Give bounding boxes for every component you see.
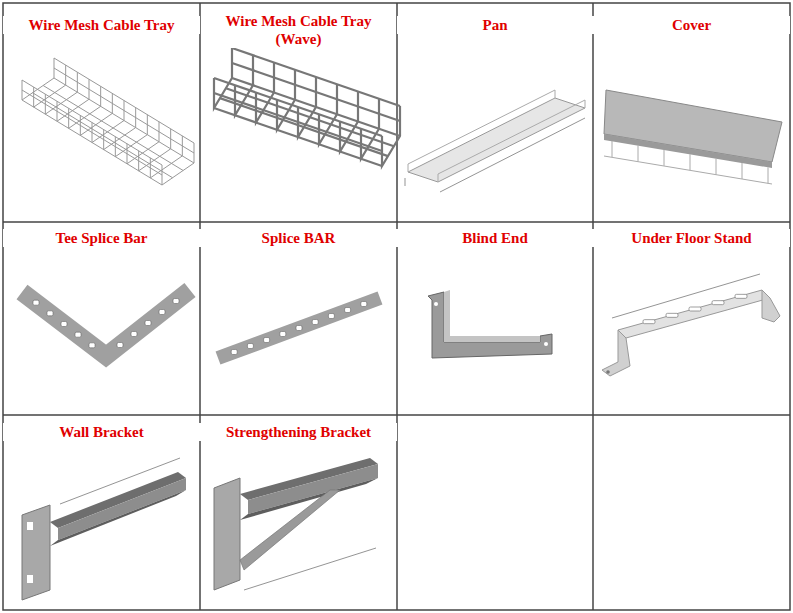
blind-end-illustration <box>428 290 552 358</box>
cell-title: Wire Mesh Cable Tray <box>3 16 200 34</box>
mesh-wire <box>22 90 162 175</box>
mesh-wire <box>54 58 194 143</box>
mesh-wire <box>22 58 54 100</box>
cell-title: Strengthening Bracket <box>200 423 397 441</box>
wire-mesh-trays <box>22 48 400 185</box>
splice-bar-illustration <box>218 298 380 358</box>
mesh-wire <box>232 78 400 136</box>
mesh-wire <box>69 86 101 128</box>
strengthening-bracket-illustration <box>214 458 378 590</box>
mesh-wire <box>22 100 162 185</box>
mesh-wire <box>33 93 173 178</box>
mesh-wire <box>80 93 112 135</box>
mesh-wire <box>226 88 394 146</box>
mesh-wire <box>220 98 388 156</box>
mesh-wire <box>34 65 66 107</box>
mesh-wire <box>43 85 183 170</box>
pan-illustration <box>405 90 585 192</box>
mesh-wire <box>22 80 162 165</box>
under-floor-stand-illustration <box>602 274 780 376</box>
mesh-wire <box>54 68 194 153</box>
mesh-wire <box>45 72 77 114</box>
mesh-wire <box>214 108 382 166</box>
cell-title: Cover <box>593 16 790 34</box>
mesh-wire <box>92 101 124 143</box>
table-grid <box>3 3 790 610</box>
cell-title: Wire Mesh Cable Tray (Wave) <box>210 12 387 48</box>
mesh-wire <box>150 136 182 178</box>
mesh-wire <box>57 79 89 121</box>
cover-illustration <box>604 90 782 184</box>
mesh-wire <box>232 48 400 106</box>
mesh-wire <box>127 122 159 164</box>
wall-bracket-illustration <box>22 458 186 600</box>
mesh-wire <box>139 129 171 171</box>
mesh-wire <box>232 63 400 121</box>
cell-title: Splice BAR <box>200 229 397 247</box>
mesh-wire <box>162 143 194 185</box>
cell-title: Blind End <box>397 229 593 247</box>
mesh-wire <box>115 115 147 157</box>
mesh-wire <box>54 78 194 163</box>
cell-title: Under Floor Stand <box>593 229 790 247</box>
tee-splice-bar-illustration <box>22 290 190 356</box>
cell-title: Wall Bracket <box>3 423 200 441</box>
cell-title: Tee Splice Bar <box>3 229 200 247</box>
cell-title: Pan <box>397 16 593 34</box>
mesh-wire <box>104 108 136 150</box>
